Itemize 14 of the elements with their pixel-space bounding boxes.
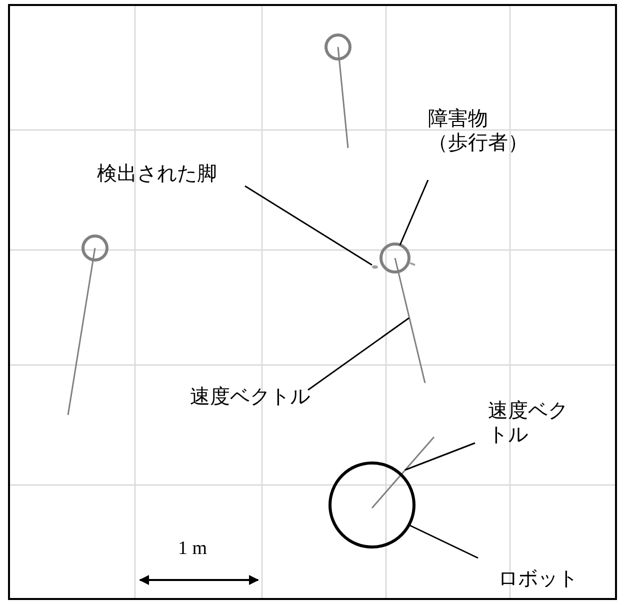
scale-label: 1 m (178, 538, 208, 560)
callout-label: 障害物（歩行者） (428, 106, 533, 154)
callout-label: 速度ベクトル (190, 384, 310, 408)
obstacle-circle (380, 242, 410, 274)
callout-label: 速度ベクトル (488, 398, 568, 446)
robot-circle (328, 462, 416, 548)
leader-line (308, 317, 410, 391)
leader-line (399, 180, 429, 246)
leader-line (244, 185, 372, 266)
leader-line (404, 442, 476, 471)
leader-line (408, 524, 478, 559)
callout-label: 検出された脚 (97, 161, 217, 185)
callout-label: ロボット (498, 566, 578, 590)
leg-mark (372, 265, 378, 269)
